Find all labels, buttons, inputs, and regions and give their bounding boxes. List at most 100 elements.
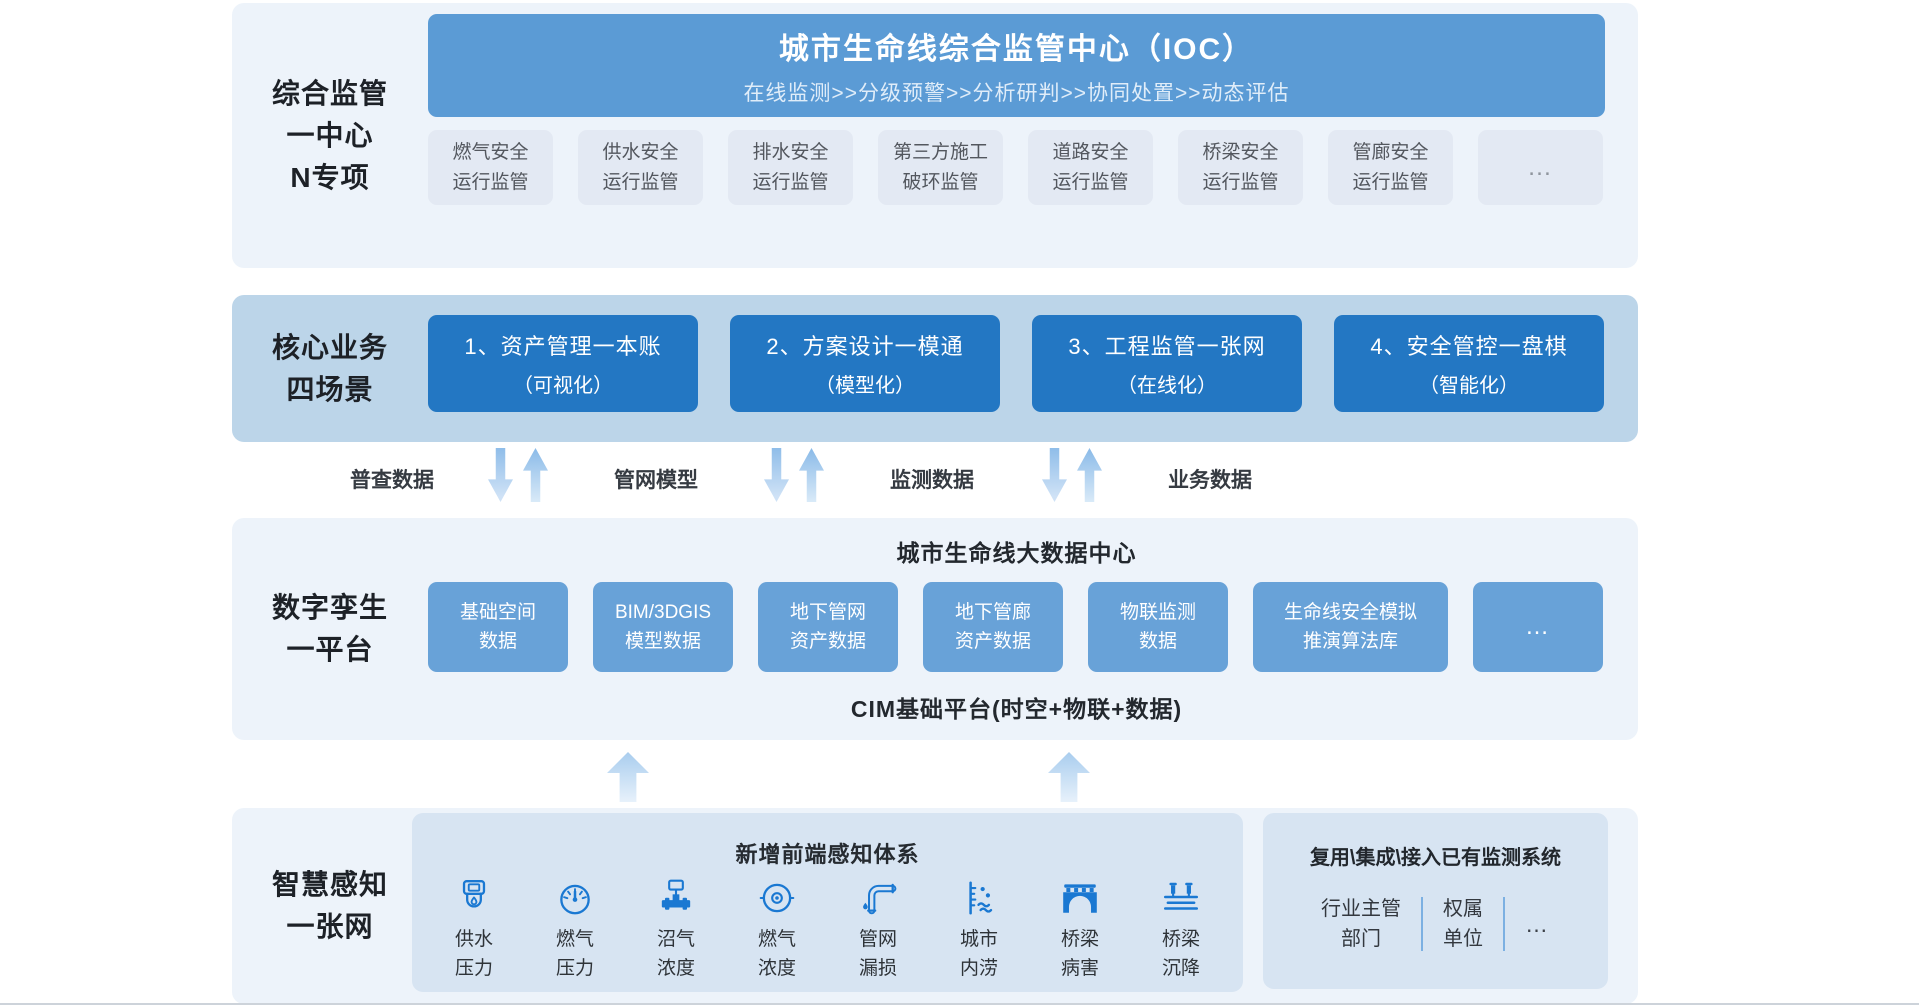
item-line: 资产数据 xyxy=(954,631,1031,652)
item-line: 破环监管 xyxy=(902,171,979,193)
sensor-bridge-settlement: 桥梁 沉降 xyxy=(1135,877,1227,983)
item-line: 排水安全 xyxy=(752,142,829,164)
section-smart-sensing: 智慧感知 一张网 新增前端感知体系 供水 压力 xyxy=(232,808,1638,1004)
scene-safety-control: 4、安全管控一盘棋 （智能化） xyxy=(1334,315,1604,412)
bridge-settlement-icon xyxy=(1163,882,1199,910)
sensor-line: 浓度 xyxy=(656,957,695,979)
ioc-title: 城市生命线综合监管中心（IOC） xyxy=(778,33,1255,66)
data-box-pipe-corridor-assets: 地下管廊 资产数据 xyxy=(923,582,1063,672)
sensor-line: 桥梁 xyxy=(1161,929,1200,950)
sensor-urban-flooding: 城市 内涝 xyxy=(933,877,1025,983)
label-line: 核心业务 xyxy=(271,331,388,363)
down-arrow-icon xyxy=(764,448,789,502)
cim-platform-title: CIM基础平台(时空+物联+数据) xyxy=(850,696,1183,722)
label-line: 数字孪生 xyxy=(271,592,388,623)
data-box-base-spatial: 基础空间 数据 xyxy=(428,582,568,672)
flood-gauge-icon xyxy=(969,881,993,915)
item-line: 第三方施工 xyxy=(892,142,988,164)
sensor-gas-pressure: 燃气 压力 xyxy=(529,877,621,983)
item-line: 运行监管 xyxy=(752,171,829,193)
flow-label-business-data: 业务数据 xyxy=(1168,469,1252,492)
section-core-business: 核心业务 四场景 1、资产管理一本账 （可视化） 2、方案设计一模通 （模型化）… xyxy=(232,295,1638,442)
supervision-item-gas: 燃气安全 运行监管 xyxy=(428,130,553,205)
item-line: 道路安全 xyxy=(1052,142,1129,164)
sensor-line: 燃气 xyxy=(555,929,594,950)
flow-label-monitoring-data: 监测数据 xyxy=(890,469,974,492)
data-box-more: … xyxy=(1473,582,1603,672)
item-line: 运行监管 xyxy=(602,171,679,193)
label-line: 一中心 xyxy=(286,119,374,151)
data-box-pipe-network-assets: 地下管网 资产数据 xyxy=(758,582,898,672)
down-up-arrows-icon xyxy=(1042,448,1102,502)
supervision-item-bridge: 桥梁安全 运行监管 xyxy=(1178,130,1303,205)
item-line: BIM/3DGIS xyxy=(614,601,712,623)
item-line: 供水安全 xyxy=(602,142,679,164)
sensor-pipe-leakage: 管网 漏损 xyxy=(832,877,924,983)
reuse-items-row: 行业主管 部门 权属 单位 … xyxy=(1263,894,1608,954)
scene-title: 2、方案设计一模通 xyxy=(766,334,964,359)
ioc-header-box: 城市生命线综合监管中心（IOC） 在线监测>>分级预警>>分析研判>>协同处置>… xyxy=(428,14,1605,117)
section-digital-twin-label: 数字孪生 一平台 xyxy=(232,518,428,740)
section-digital-twin: 数字孪生 一平台 城市生命线大数据中心 基础空间 数据 BIM/3DGIS 模型… xyxy=(232,518,1638,740)
data-flow-row: 普查数据 管网模型 监测数据 业务数据 xyxy=(232,448,1638,512)
up-arrow-icon xyxy=(799,448,824,502)
bottom-edge-line xyxy=(0,1003,1919,1005)
label-line: 四场景 xyxy=(286,373,374,405)
sensor-water-pressure: 供水 压力 xyxy=(428,877,520,983)
vertical-divider xyxy=(1503,897,1505,951)
reuse-item-industry-dept: 行业主管 部门 xyxy=(1321,894,1401,954)
ioc-subtitle: 在线监测>>分级预警>>分析研判>>协同处置>>动态评估 xyxy=(743,82,1290,105)
data-box-bim-3dgis: BIM/3DGIS 模型数据 xyxy=(593,582,733,672)
item-line: 单位 xyxy=(1443,928,1483,950)
sensor-line: 内涝 xyxy=(959,957,998,979)
sensor-label: 桥梁 沉降 xyxy=(1162,926,1200,983)
item-line: 地下管网 xyxy=(789,601,866,623)
down-up-arrows-icon xyxy=(764,448,824,502)
supervision-item-road: 道路安全 运行监管 xyxy=(1028,130,1153,205)
scene-subtitle: （在线化） xyxy=(1117,375,1217,397)
water-meter-icon xyxy=(462,880,486,908)
down-up-arrows-icon xyxy=(488,448,548,502)
item-line: 数据 xyxy=(478,631,517,652)
scene-plan-design: 2、方案设计一模通 （模型化） xyxy=(730,315,1000,412)
sensor-line: 桥梁 xyxy=(1060,929,1099,950)
sensor-label: 管网 漏损 xyxy=(859,926,897,983)
sensor-line: 浓度 xyxy=(757,957,796,979)
item-line: 桥梁安全 xyxy=(1202,142,1279,164)
sensor-line: 压力 xyxy=(454,957,493,979)
supervision-items-row: 燃气安全 运行监管 供水安全 运行监管 排水安全 运行监管 第三方施工 破环监管… xyxy=(428,130,1603,205)
down-arrow-icon xyxy=(1042,448,1067,502)
ellipsis-text: … xyxy=(1525,613,1551,641)
scene-title: 1、资产管理一本账 xyxy=(464,334,662,359)
ellipsis-text: … xyxy=(1525,910,1550,937)
biogas-meter-icon xyxy=(661,879,691,910)
item-line: 生命线安全模拟 xyxy=(1283,601,1417,623)
sensor-row: 供水 压力 燃气 压力 xyxy=(428,877,1227,983)
down-arrow-icon xyxy=(488,448,513,502)
sensor-biogas-concentration: 沼气 浓度 xyxy=(630,877,722,983)
vertical-divider xyxy=(1421,897,1423,951)
scene-subtitle: （模型化） xyxy=(815,375,915,397)
sensor-line: 压力 xyxy=(555,957,594,979)
reuse-existing-systems-title: 复用\集成\接入已有监测系统 xyxy=(1309,847,1562,869)
label-line: 一张网 xyxy=(286,911,374,942)
sensor-line: 供水 xyxy=(454,929,493,950)
sensor-label: 燃气 压力 xyxy=(556,926,594,983)
scene-subtitle: （智能化） xyxy=(1419,375,1519,397)
scene-title: 3、工程监管一张网 xyxy=(1068,334,1266,359)
sensor-line: 燃气 xyxy=(757,929,796,950)
item-line: 燃气安全 xyxy=(452,142,529,164)
data-box-simulation-algorithms: 生命线安全模拟 推演算法库 xyxy=(1253,582,1448,672)
label-line: 智慧感知 xyxy=(271,869,388,900)
item-line: 物联监测 xyxy=(1119,601,1196,623)
item-line: 数据 xyxy=(1138,631,1177,652)
sensor-line: 管网 xyxy=(858,929,897,950)
sensor-line: 沉降 xyxy=(1161,957,1200,979)
item-line: 运行监管 xyxy=(1352,171,1429,193)
item-line: 地下管廊 xyxy=(954,601,1031,623)
new-sensing-system-box: 新增前端感知体系 供水 压力 xyxy=(412,813,1243,992)
scene-project-supervision: 3、工程监管一张网 （在线化） xyxy=(1032,315,1302,412)
new-sensing-system-title: 新增前端感知体系 xyxy=(735,842,920,867)
section-smart-sensing-label: 智慧感知 一张网 xyxy=(232,808,428,1004)
